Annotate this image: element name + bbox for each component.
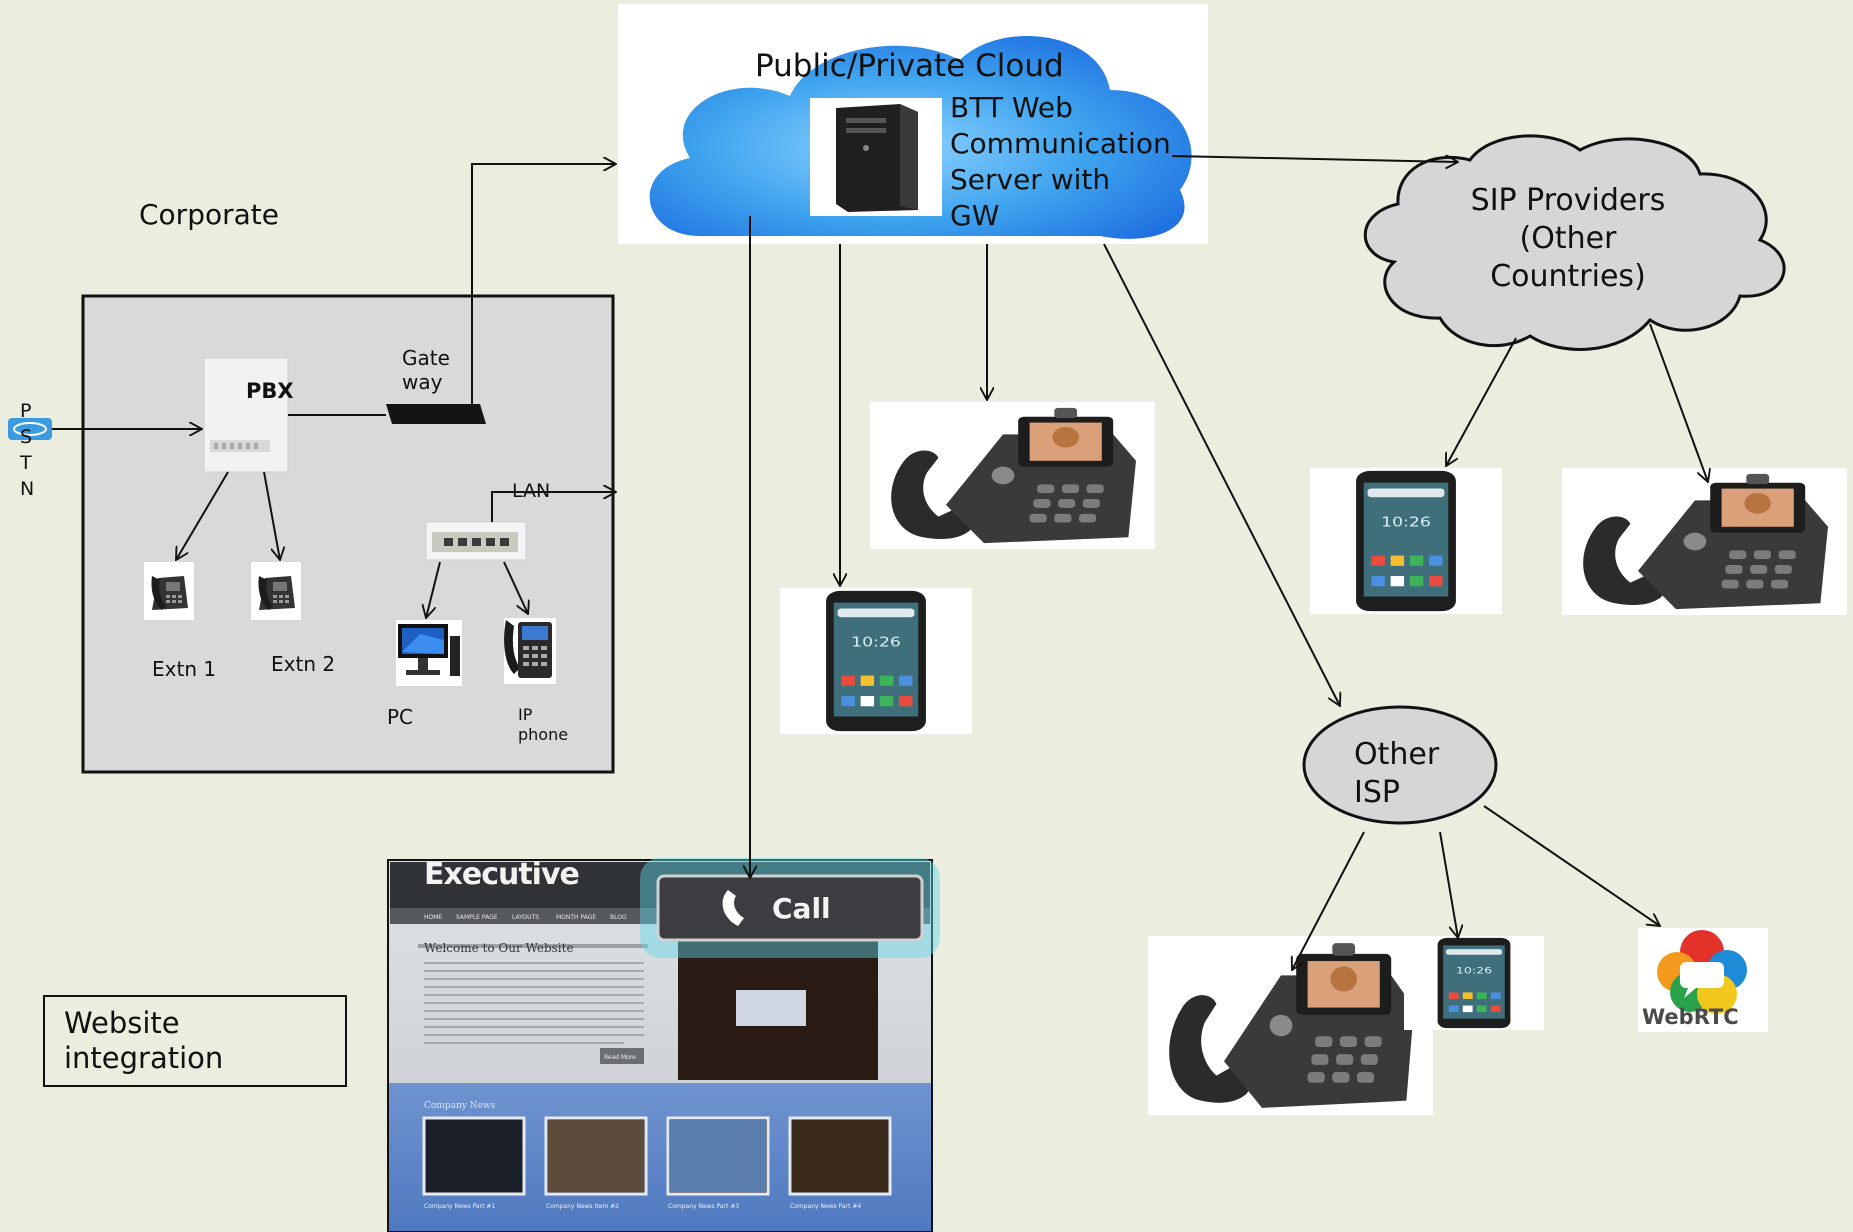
isp-to-webrtc-arrow	[1483, 805, 1660, 926]
extn2-phone-icon	[251, 562, 301, 620]
switch-icon	[425, 521, 527, 561]
pc-label: PC	[387, 705, 413, 729]
ip-phone-label: IP phone	[518, 705, 569, 744]
ip-phone-icon	[504, 618, 556, 684]
website-screenshot	[387, 858, 940, 1232]
site-brand: Executive	[424, 857, 579, 892]
cloud-to-isp-arrow	[1103, 243, 1340, 706]
pbx-to-extn2-arrow	[263, 471, 280, 560]
video-phone-icon	[869, 402, 1155, 549]
site-nav-item: HOME	[424, 914, 442, 921]
extn1-label: Extn 1	[152, 657, 216, 681]
sip-video-phone-icon	[1562, 468, 1848, 615]
switch-to-ipphone-arrow	[503, 561, 528, 614]
site-nav-item: MONTH PAGE	[556, 914, 596, 921]
site-company-news: Company News	[424, 1101, 496, 1111]
isp-to-videophone-arrow	[1292, 831, 1365, 970]
site-news-item: Company News Part #4	[790, 1203, 861, 1210]
lan-to-cloud-arrow	[491, 492, 616, 522]
gateway-to-cloud-arrow	[471, 164, 616, 404]
other-isp-ellipse	[1302, 705, 1498, 825]
server-label: BTT Web Communication Server with GW	[950, 91, 1171, 232]
pstn-label: P S T N	[20, 400, 35, 500]
site-nav-item: BLOG	[610, 914, 627, 921]
gateway-icon	[386, 404, 486, 424]
pbx-label: PBX	[246, 379, 294, 403]
connectors	[52, 156, 1708, 970]
cloud-title: Public/Private Cloud	[755, 48, 1064, 84]
site-welcome: Welcome to Our Website	[424, 941, 574, 955]
sip-smartphone-icon	[1309, 468, 1502, 614]
extn1-phone-icon	[144, 562, 194, 620]
site-nav: HOME SAMPLE PAGE LAYOUTS MONTH PAGE BLOG	[424, 914, 627, 921]
sip-to-smartphone-arrow	[1446, 337, 1517, 466]
webrtc-logo	[1638, 928, 1768, 1032]
other-isp-label: Other ISP	[1354, 737, 1440, 810]
pbx-to-extn1-arrow	[176, 471, 229, 560]
site-nav-item: LAYOUTS	[512, 914, 539, 921]
cloud-to-sip-arrow	[1171, 156, 1458, 162]
corporate-label: Corporate	[139, 198, 279, 231]
site-news-item: Company News Item #2	[546, 1203, 619, 1210]
pstn-icon	[8, 418, 52, 440]
server-icon	[810, 98, 942, 216]
lan-label: LAN	[512, 480, 550, 502]
isp-video-phone-icon	[1147, 936, 1433, 1115]
website-integration-label: Website integration	[64, 1006, 224, 1075]
switch-to-pc-arrow	[426, 561, 441, 618]
sip-to-videophone-arrow	[1649, 323, 1708, 482]
gateway-label: Gate way	[402, 346, 450, 394]
webrtc-label: WebRTC	[1642, 1005, 1739, 1029]
isp-smartphone-icon	[1404, 936, 1544, 1030]
site-nav-item: SAMPLE PAGE	[456, 914, 498, 921]
pc-icon	[396, 620, 462, 686]
sip-providers-label: SIP Providers (Other Countries)	[1470, 183, 1666, 294]
site-news-item: Company News Part #3	[668, 1203, 739, 1210]
sip-providers-cloud	[1363, 134, 1786, 351]
site-news-item: Company News Part #1	[424, 1203, 495, 1210]
site-read-more: Read More	[604, 1054, 636, 1061]
pbx-icon	[203, 357, 289, 473]
website-integration-box	[43, 995, 347, 1087]
site-call-button[interactable]: Call	[772, 892, 831, 925]
corporate-box	[81, 294, 615, 774]
extn2-label: Extn 2	[271, 652, 335, 676]
smartphone-icon	[779, 588, 972, 734]
isp-to-smartphone-arrow	[1439, 831, 1458, 938]
